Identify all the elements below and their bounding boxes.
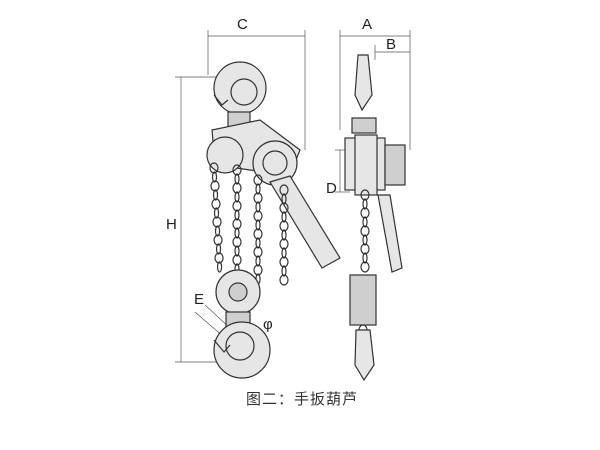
- chain-link: [234, 191, 240, 203]
- chain-link: [281, 265, 287, 277]
- chain-link: [362, 252, 368, 264]
- chain-link: [234, 173, 240, 185]
- chain-link: [253, 210, 263, 222]
- chain-link: [253, 174, 263, 186]
- dimension-label-a: A: [362, 16, 373, 33]
- chain-link: [232, 164, 242, 176]
- chain-link: [360, 189, 370, 201]
- dimension-label-phi: φ: [263, 316, 273, 333]
- chain-link: [362, 234, 368, 246]
- chain-link: [279, 256, 289, 268]
- chain-link: [281, 211, 287, 223]
- chain-link: [279, 202, 289, 214]
- dimension-lines: [175, 30, 411, 363]
- chain-link: [215, 243, 222, 255]
- chain-link: [255, 183, 261, 195]
- chain-link: [255, 255, 261, 267]
- chain-link: [211, 198, 221, 210]
- dimension-label-c: C: [237, 16, 248, 33]
- chain-link: [211, 171, 218, 183]
- chain-link: [214, 252, 224, 264]
- chain-link: [279, 184, 289, 196]
- front-view: [206, 61, 341, 379]
- chain-link: [360, 261, 370, 273]
- chain-link: [281, 229, 287, 241]
- chain-link: [255, 201, 261, 213]
- chain-link: [360, 243, 370, 255]
- chain-link: [253, 192, 263, 204]
- figure-caption: 图二：手扳葫芦: [246, 390, 359, 408]
- chain-link: [232, 236, 242, 248]
- chain-link: [234, 209, 240, 221]
- chain-link: [360, 207, 370, 219]
- chain-link: [210, 180, 220, 192]
- dimension-label-h: H: [166, 216, 177, 233]
- chain-link: [255, 219, 261, 231]
- chain-link: [253, 264, 263, 276]
- chain-link: [214, 225, 221, 237]
- chain-link: [253, 228, 263, 240]
- chain-link: [213, 207, 220, 219]
- chain-link: [279, 220, 289, 232]
- chain-link: [209, 162, 219, 174]
- chain-link: [232, 182, 242, 194]
- chain-link: [362, 216, 368, 228]
- chain-link: [281, 193, 287, 205]
- chain-link: [212, 216, 222, 228]
- chain-link: [216, 261, 223, 273]
- chain-link: [234, 227, 240, 239]
- chain-link: [234, 245, 240, 257]
- chain-link: [281, 247, 287, 259]
- side-view: [344, 54, 406, 382]
- chain-link: [362, 198, 368, 210]
- chain-link: [253, 246, 263, 258]
- chain-link: [232, 200, 242, 212]
- dimension-label-e: E: [194, 291, 205, 308]
- chain-link: [279, 238, 289, 250]
- chain-link: [212, 189, 219, 201]
- chain-link: [232, 254, 242, 266]
- dimension-label-d: D: [326, 180, 337, 197]
- chain-link: [232, 218, 242, 230]
- chain-link: [279, 274, 289, 286]
- dimension-label-b: B: [386, 36, 397, 53]
- chain-link: [360, 225, 370, 237]
- chain-link: [213, 234, 223, 246]
- chain-link: [255, 237, 261, 249]
